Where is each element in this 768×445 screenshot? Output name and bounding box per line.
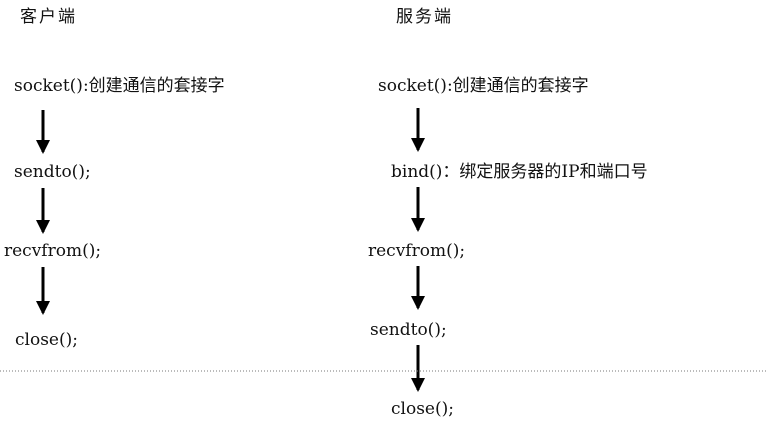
client-step-socket: socket():创建通信的套接字 (14, 76, 225, 96)
server-step-sendto: sendto(); (370, 320, 447, 340)
client-arrowhead-1 (36, 140, 50, 154)
server-step-bind: bind()：绑定服务器的IP和端口号 (391, 162, 648, 182)
client-arrowhead-2 (36, 220, 50, 234)
server-header: 服务端 (396, 7, 453, 27)
server-step-recvfrom: recvfrom(); (368, 241, 466, 261)
client-step-sendto: sendto(); (14, 162, 91, 182)
client-step-recvfrom: recvfrom(); (4, 241, 102, 261)
client-step-close: close(); (15, 330, 78, 350)
client-arrows (36, 110, 50, 315)
server-arrowhead-4 (411, 378, 425, 392)
server-arrows (411, 108, 425, 392)
server-step-socket: socket():创建通信的套接字 (378, 76, 589, 96)
server-arrowhead-2 (411, 218, 425, 232)
server-arrowhead-1 (411, 138, 425, 152)
server-arrowhead-3 (411, 296, 425, 310)
client-header: 客户端 (20, 7, 77, 27)
client-arrowhead-3 (36, 301, 50, 315)
server-step-close: close(); (391, 399, 454, 419)
